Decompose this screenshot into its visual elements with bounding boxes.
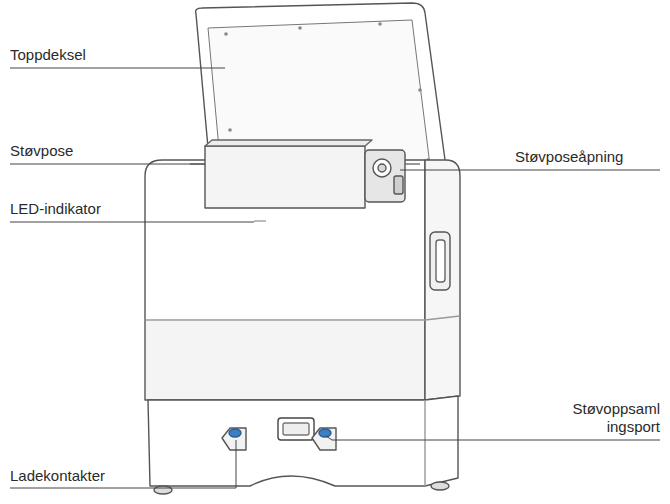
dock-base <box>148 396 458 486</box>
leader-line <box>10 68 225 69</box>
leader-line <box>10 222 254 223</box>
label-text: Ladekontakter <box>10 467 105 484</box>
charging-contact <box>319 429 331 437</box>
leader-lines <box>10 68 660 488</box>
label-text: Støvposeåpning <box>515 148 623 165</box>
part-label: Støvoppsaml ingsport <box>550 400 660 436</box>
collection-port <box>278 418 314 440</box>
contact-housing <box>312 428 336 450</box>
part-label: Støvpose <box>10 142 73 160</box>
contact-housing <box>222 428 246 450</box>
leader-line <box>400 170 660 171</box>
handle <box>430 232 450 290</box>
charging-contact <box>229 429 241 437</box>
part-label: Ladekontakter <box>10 467 105 485</box>
part-label: Støvposeåpning <box>515 148 623 166</box>
handle-grip <box>436 240 445 282</box>
dust-bag <box>205 146 365 208</box>
dock-side <box>425 160 460 400</box>
label-text: LED-indikator <box>10 200 101 217</box>
label-text: Støvoppsaml ingsport <box>572 400 660 435</box>
part-label: LED-indikator <box>10 200 101 218</box>
led <box>254 220 266 222</box>
leader-line <box>326 436 660 440</box>
part-label: Toppdeksel <box>10 46 86 64</box>
leader-line <box>10 164 205 165</box>
bag-opening <box>365 150 405 202</box>
label-text: Støvpose <box>10 142 73 159</box>
leader-line <box>10 440 236 488</box>
label-text: Toppdeksel <box>10 46 86 63</box>
